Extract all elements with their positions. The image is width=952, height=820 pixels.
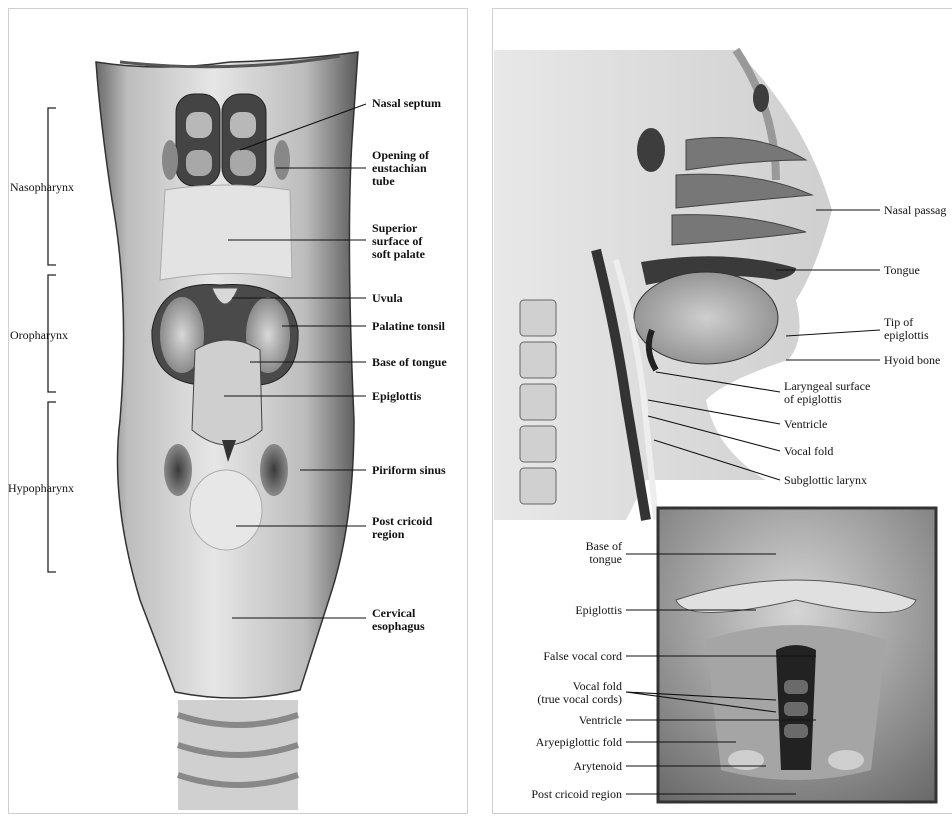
label-base-of-tongue: Base of tongue [372, 356, 447, 369]
label-nasal-passage: Nasal passag [884, 204, 946, 217]
label-ventricle: Ventricle [784, 418, 827, 431]
label-laryngeal-surface: Laryngeal surface of epiglottis [784, 380, 870, 406]
inset-label-post-cricoid-region: Post cricoid region [492, 788, 622, 801]
inset-label-ventricle: Ventricle [492, 714, 622, 727]
pharynx-posterior-view-panel: Nasopharynx Oropharynx Hypopharynx Nasal… [0, 0, 468, 820]
inset-label-epiglottis: Epiglottis [492, 604, 622, 617]
nasal-turbinates [672, 138, 812, 246]
cervical-spine [520, 300, 556, 504]
inset-label-base-of-tongue: Base of tongue [492, 540, 622, 566]
sagittal-view-panel: Nasal passag Tongue Tip of epiglottis Hy… [476, 0, 952, 820]
label-uvula: Uvula [372, 292, 403, 305]
region-label-oropharynx: Oropharynx [10, 329, 68, 342]
inset-label-aryepiglottic-fold: Aryepiglottic fold [492, 736, 622, 749]
label-nasal-septum: Nasal septum [372, 97, 441, 110]
region-label-nasopharynx: Nasopharynx [10, 181, 74, 194]
label-soft-palate: Superior surface of soft palate [372, 222, 425, 261]
laryngoscope-inset [658, 508, 936, 802]
label-palatine-tonsil: Palatine tonsil [372, 320, 445, 333]
trachea-rings [178, 700, 298, 810]
label-piriform-sinus: Piriform sinus [372, 464, 446, 477]
label-eustachian-tube: Opening of eustachian tube [372, 149, 429, 188]
label-epiglottis: Epiglottis [372, 390, 421, 403]
inset-label-arytenoid: Arytenoid [492, 760, 622, 773]
label-subglottic-larynx: Subglottic larynx [784, 474, 867, 487]
inset-label-false-vocal-cord: False vocal cord [492, 650, 622, 663]
region-label-hypopharynx: Hypopharynx [8, 482, 74, 495]
label-post-cricoid: Post cricoid region [372, 515, 432, 541]
label-hyoid-bone: Hyoid bone [884, 354, 940, 367]
label-cervical-esophagus: Cervical esophagus [372, 607, 425, 633]
pharynx-illustration [0, 0, 468, 820]
label-tongue: Tongue [884, 264, 920, 277]
label-vocal-fold: Vocal fold [784, 445, 833, 458]
label-tip-of-epiglottis: Tip of epiglottis [884, 316, 929, 342]
inset-label-vocal-fold: Vocal fold (true vocal cords) [492, 680, 622, 706]
